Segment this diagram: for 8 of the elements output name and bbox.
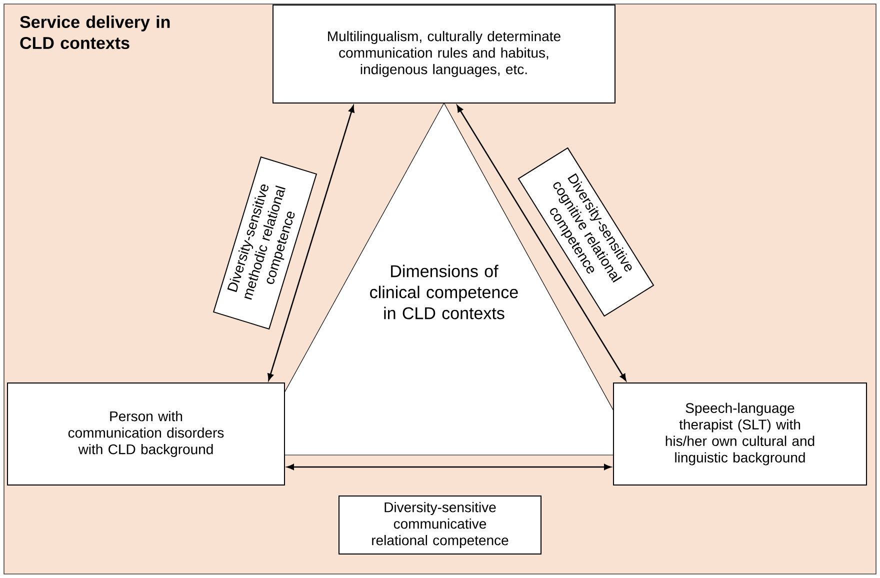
arrow	[286, 464, 612, 470]
title: Service delivery in CLD contexts	[20, 16, 170, 50]
text-box: Person with communication disorders with CLD background	[7, 382, 285, 486]
text-box: Multilingualism, culturally determinate communication rules and habitus, indigenous languages, etc.	[272, 4, 616, 104]
arrow	[268, 105, 354, 381]
arrow	[456, 105, 626, 381]
edge-label: Diversity-sensitive communicative relational competence	[338, 495, 542, 555]
text-box: Speech-language therapist (SLT) with his/her own cultural and linguistic background	[613, 382, 867, 486]
